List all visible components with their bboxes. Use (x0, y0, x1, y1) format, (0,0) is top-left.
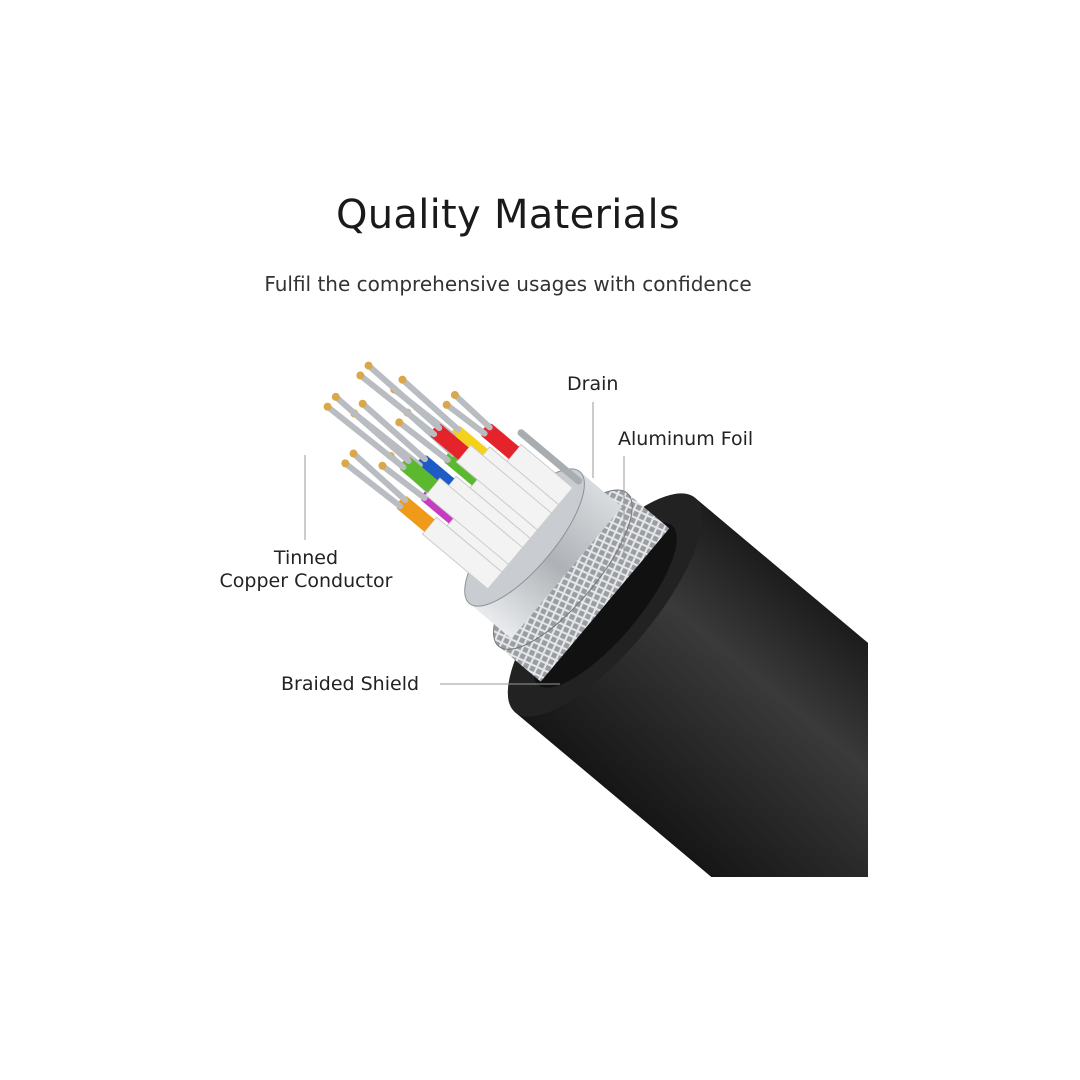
conductor-strand (443, 401, 488, 437)
conductor-strand (379, 462, 428, 501)
conductor-strand (324, 403, 407, 471)
conductor-strand (451, 391, 493, 431)
tinned-tip (341, 459, 350, 468)
tinned-tip (442, 400, 451, 409)
tinned-tip (356, 371, 365, 380)
label-aluminum-foil: Aluminum Foil (618, 428, 754, 450)
insulated-wire (323, 392, 524, 566)
wire-bundle (323, 361, 574, 590)
conductor-strand (396, 419, 451, 463)
label-line: Tinned (273, 547, 339, 569)
conductor-strand (357, 372, 438, 438)
wire-insulation (431, 424, 469, 460)
conductor-strand (399, 376, 462, 433)
conductor-strand (342, 460, 404, 510)
page-title: Quality Materials (335, 192, 681, 238)
tinned-tip (323, 402, 332, 411)
insulated-wire (442, 390, 574, 506)
wire-insulation (400, 457, 438, 493)
tinned-tip (395, 418, 404, 427)
tinned-tip (364, 361, 373, 370)
tinned-tip (331, 392, 340, 401)
wire-insulation (482, 424, 520, 460)
label-drain: Drain (567, 373, 619, 395)
wire-insulation (397, 496, 435, 532)
tinned-tip (398, 375, 407, 384)
conductor-strand (332, 393, 412, 465)
drain-wire (517, 429, 583, 485)
tinned-tip (358, 399, 367, 408)
insulated-wire (341, 449, 503, 590)
label-braided-shield: Braided Shield (281, 673, 420, 695)
page-subtitle: Fulfil the comprehensive usages with con… (264, 272, 752, 296)
label-tinned-copper-conductor: Tinned Copper Conductor (211, 547, 401, 593)
conductor-strand (350, 450, 409, 504)
conductor-strand (359, 400, 428, 463)
insulated-wire (356, 361, 553, 531)
tinned-tip (450, 390, 459, 399)
conductor-strand (365, 362, 443, 432)
label-line: Copper Conductor (219, 570, 393, 592)
tinned-tip (349, 449, 358, 458)
tinned-tip (378, 461, 387, 470)
